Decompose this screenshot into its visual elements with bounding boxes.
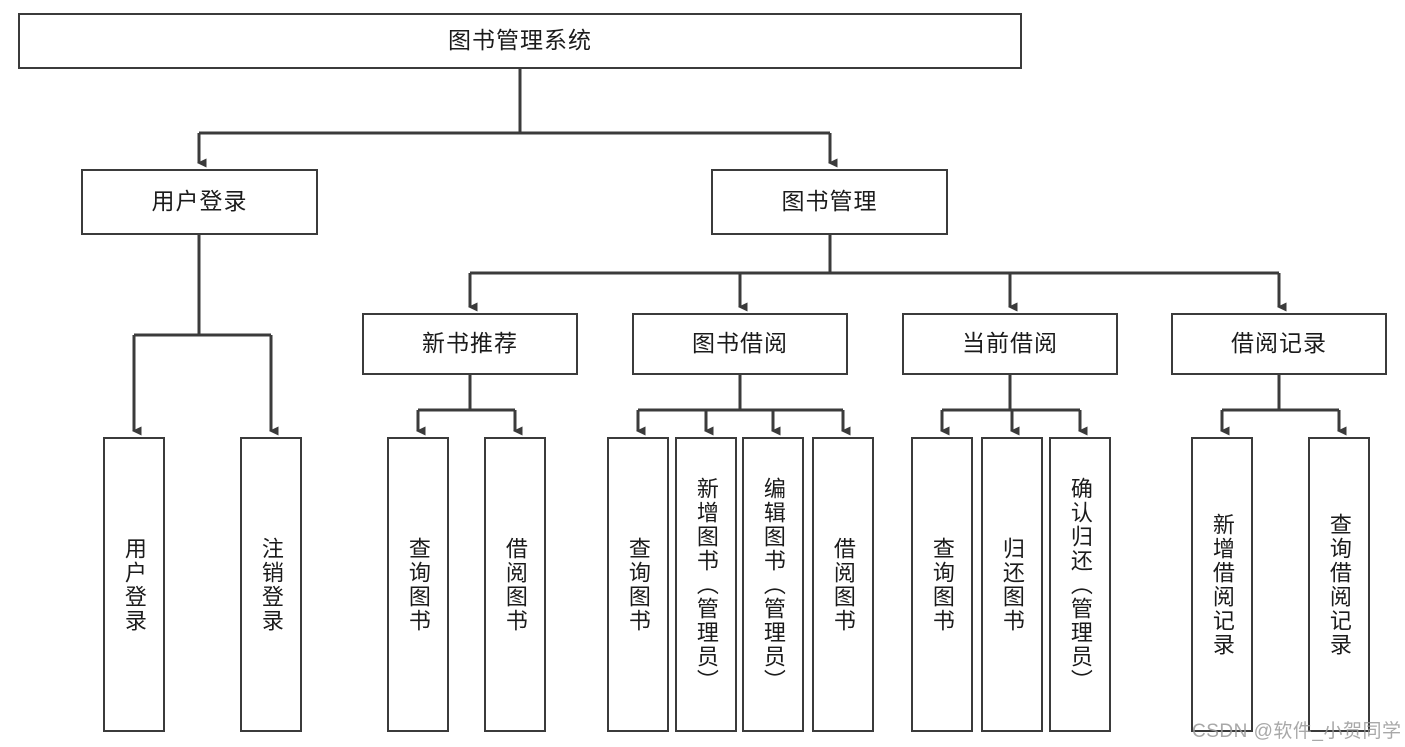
node-book-management-label: 图书管理: [781, 188, 878, 215]
node-leaf-query-book-1[interactable]: 查询图书: [387, 437, 449, 732]
node-leaf-query-record-label: 查询借阅记录: [1326, 512, 1352, 657]
node-leaf-query-book-2[interactable]: 查询图书: [607, 437, 669, 732]
node-leaf-edit-book[interactable]: 编辑图书（管理员）: [742, 437, 804, 732]
node-leaf-query-book-1-label: 查询图书: [405, 536, 431, 633]
node-leaf-query-book-3-label: 查询图书: [929, 536, 955, 633]
node-leaf-return-book[interactable]: 归还图书: [981, 437, 1043, 732]
csdn-watermark: CSDN @软件_小贺同学: [1192, 721, 1402, 742]
node-leaf-borrow-book-2[interactable]: 借阅图书: [812, 437, 874, 732]
node-current-borrow-label: 当前借阅: [962, 330, 1058, 357]
node-book-management[interactable]: 图书管理: [711, 169, 948, 235]
node-new-book-recommend-label: 新书推荐: [422, 330, 518, 357]
node-leaf-return-book-label: 归还图书: [999, 536, 1025, 633]
node-leaf-borrow-book-1-label: 借阅图书: [502, 536, 528, 633]
node-leaf-query-book-3[interactable]: 查询图书: [911, 437, 973, 732]
node-leaf-query-book-2-label: 查询图书: [625, 536, 651, 633]
node-borrow-record-label: 借阅记录: [1231, 330, 1327, 357]
node-book-borrow-label: 图书借阅: [692, 330, 788, 357]
node-new-book-recommend[interactable]: 新书推荐: [362, 313, 578, 375]
node-leaf-add-record-label: 新增借阅记录: [1209, 512, 1235, 657]
node-leaf-user-login[interactable]: 用户登录: [103, 437, 165, 732]
node-leaf-borrow-book-1[interactable]: 借阅图书: [484, 437, 546, 732]
node-leaf-confirm-return-label: 确认归还（管理员）: [1067, 476, 1093, 693]
node-leaf-query-record[interactable]: 查询借阅记录: [1308, 437, 1370, 732]
node-book-borrow[interactable]: 图书借阅: [632, 313, 848, 375]
node-borrow-record[interactable]: 借阅记录: [1171, 313, 1387, 375]
node-current-borrow[interactable]: 当前借阅: [902, 313, 1118, 375]
node-root-label: 图书管理系统: [448, 27, 592, 54]
node-leaf-confirm-return[interactable]: 确认归还（管理员）: [1049, 437, 1111, 732]
node-leaf-add-book-label: 新增图书（管理员）: [693, 476, 719, 693]
node-leaf-borrow-book-2-label: 借阅图书: [830, 536, 856, 633]
node-user-login-label: 用户登录: [151, 188, 248, 215]
node-leaf-user-login-label: 用户登录: [121, 536, 147, 633]
node-leaf-logout[interactable]: 注销登录: [240, 437, 302, 732]
node-root[interactable]: 图书管理系统: [18, 13, 1022, 69]
node-leaf-edit-book-label: 编辑图书（管理员）: [760, 476, 786, 693]
node-leaf-logout-label: 注销登录: [258, 536, 284, 633]
node-leaf-add-record[interactable]: 新增借阅记录: [1191, 437, 1253, 732]
node-leaf-add-book[interactable]: 新增图书（管理员）: [675, 437, 737, 732]
node-user-login[interactable]: 用户登录: [81, 169, 318, 235]
